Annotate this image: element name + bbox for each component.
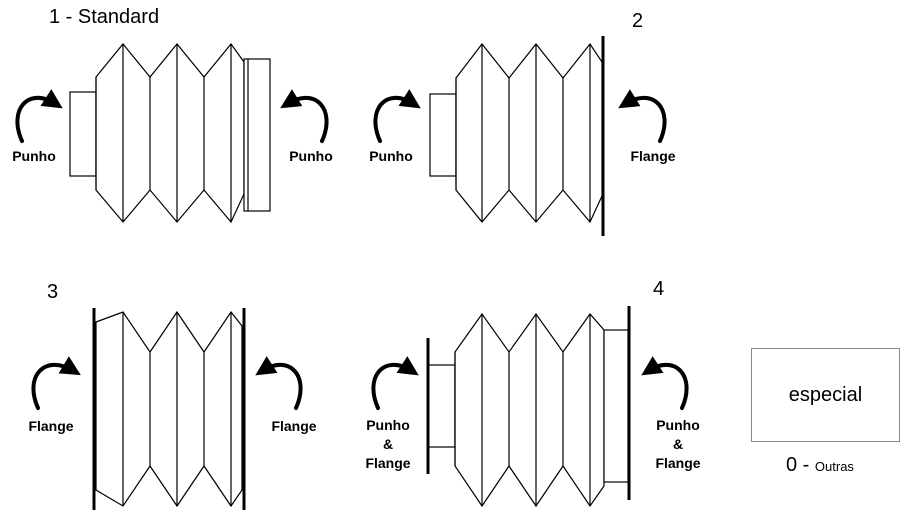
panel-4-right-label: Punho & Flange: [655, 417, 701, 471]
panel-4-title: 4: [653, 278, 665, 300]
panel-4-left-label: Punho & Flange: [365, 417, 411, 471]
bellows-4: [426, 306, 631, 508]
panel-3-left-label: Flange: [28, 418, 74, 434]
bellows-2: [429, 36, 605, 236]
special-label: especial: [788, 383, 863, 406]
curved-arrow-icon: [15, 89, 689, 410]
panel-2-title: 2: [632, 10, 644, 32]
bellows-1: [69, 43, 271, 224]
special-code-label: Outras: [814, 459, 854, 474]
panel-3-right-label: Flange: [271, 418, 317, 434]
panel-2-right-label: Flange: [630, 148, 676, 164]
bellows-3: [92, 308, 246, 510]
panel-1-title: 1 - Standard: [49, 6, 160, 28]
panel-2-left-label: Punho: [369, 148, 413, 164]
panel-1-right-label: Punho: [289, 148, 333, 164]
panel-1-left-label: Punho: [12, 148, 56, 164]
special-code-caption: 0 - Outras: [786, 454, 854, 477]
special-code: 0 -: [786, 454, 815, 476]
panel-3-title: 3: [47, 281, 59, 303]
special-option-box: especial: [751, 348, 900, 442]
